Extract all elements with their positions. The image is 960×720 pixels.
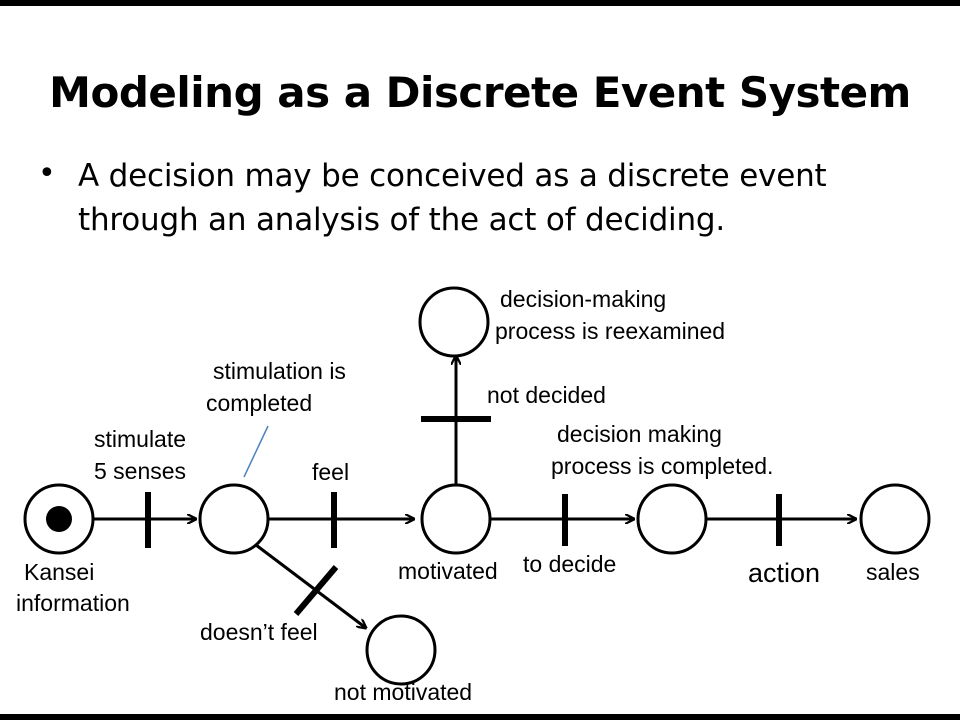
label-stimulate-line-2: 5 senses <box>94 458 186 484</box>
place-stimulation-completed <box>198 483 270 555</box>
label-stimulate-line-1: stimulate <box>94 426 186 452</box>
label-sales: sales <box>866 559 920 585</box>
place-sales <box>859 483 931 555</box>
bullet-text: A decision may be conceived as a discret… <box>78 154 938 242</box>
label-not-motivated: not motivated <box>334 679 472 705</box>
label-to-decide: to decide <box>523 551 616 577</box>
label-motivated: motivated <box>398 558 498 584</box>
place-not-motivated <box>365 614 437 686</box>
slide: Modeling as a Discrete Event System • A … <box>0 6 960 714</box>
label-decision-completed-line-1: decision making <box>557 421 722 447</box>
leader-line <box>243 425 269 478</box>
place-motivated <box>420 483 492 555</box>
label-stimulation-line-2: completed <box>206 390 312 416</box>
token-dot-icon <box>46 506 72 532</box>
label-kansei-line-2: information <box>16 590 130 616</box>
bullet-line-2: through an analysis of the act of decidi… <box>78 202 726 238</box>
slide-title: Modeling as a Discrete Event System <box>49 68 911 117</box>
label-decision-completed-line-2: process is completed. <box>551 453 773 479</box>
transition-doesnt-feel <box>293 565 339 616</box>
place-reexamined <box>418 286 490 358</box>
label-not-decided: not decided <box>487 382 606 408</box>
bullet-line-1: A decision may be conceived as a discret… <box>78 158 827 194</box>
place-decision-completed <box>636 483 708 555</box>
label-doesnt-feel: doesn’t feel <box>200 619 318 645</box>
label-kansei-line-1: Kansei <box>24 559 94 585</box>
label-action: action <box>748 558 820 588</box>
label-reexamined-line-1: decision-making <box>500 286 666 312</box>
bullet-point-icon: • <box>38 156 56 191</box>
label-stimulation-line-1: stimulation is <box>213 358 346 384</box>
label-feel: feel <box>312 459 349 485</box>
arc-stimulated-to-not-motivated <box>255 543 366 628</box>
label-reexamined-line-2: process is reexamined <box>495 318 725 344</box>
